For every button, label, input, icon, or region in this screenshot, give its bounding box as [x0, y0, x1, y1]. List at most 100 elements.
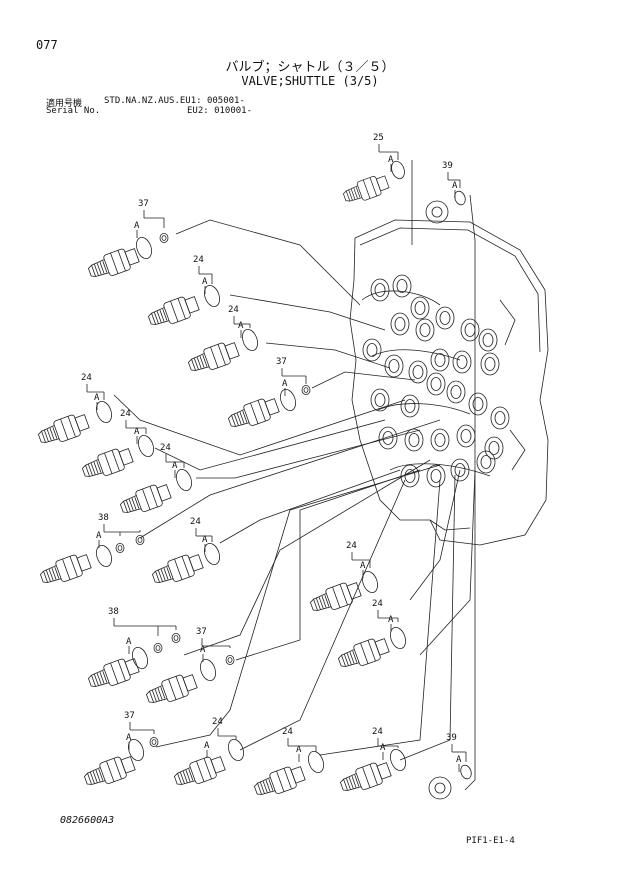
- port: [390, 312, 410, 336]
- fitting: [309, 582, 362, 611]
- port-thread: [454, 463, 466, 477]
- fitting: [37, 414, 90, 443]
- callout-a: A: [172, 461, 178, 471]
- fitting: [253, 766, 306, 795]
- port: [468, 392, 488, 416]
- callout-a: A: [388, 615, 394, 625]
- fitting: [337, 638, 390, 667]
- backup-ring: [301, 384, 311, 395]
- fitting: [81, 448, 134, 477]
- callout-part-p37: 37: [138, 199, 149, 209]
- port-thread: [366, 343, 378, 357]
- port-thread: [396, 279, 408, 293]
- title-english: VALVE;SHUTTLE (3/5): [241, 74, 379, 88]
- fitting: [147, 296, 200, 325]
- port-thread: [388, 359, 400, 373]
- callout-part-p39: 39: [442, 161, 453, 171]
- port-thread: [404, 469, 416, 483]
- callout-part-p24: 24: [372, 599, 383, 609]
- callout-a: A: [202, 277, 208, 287]
- callout-part-p24: 24: [282, 727, 293, 737]
- o-ring: [176, 468, 192, 492]
- valve-ports: [362, 274, 510, 488]
- o-ring: [390, 748, 406, 772]
- valve-block: [349, 219, 549, 546]
- callout-a: A: [204, 741, 210, 751]
- callout-part-p37: 37: [276, 357, 287, 367]
- port: [370, 278, 390, 302]
- parts-group: 25A39A37A24A24A37A24A24A24A38A24A24A24A3…: [37, 133, 472, 800]
- port: [446, 380, 466, 404]
- callout-a: A: [126, 733, 132, 743]
- eu2-serial-range: EU2: 010001-: [187, 106, 253, 116]
- page-number: 077: [36, 38, 58, 52]
- backup-ring: [159, 232, 169, 243]
- callout-a: A: [296, 745, 302, 755]
- port-thread: [460, 429, 472, 443]
- port: [490, 406, 510, 430]
- o-ring: [204, 542, 220, 566]
- backup-ring-inner: [155, 645, 161, 651]
- port-thread: [394, 317, 406, 331]
- port-thread: [464, 323, 476, 337]
- port: [362, 338, 382, 362]
- port-thread: [412, 365, 424, 379]
- port: [408, 360, 428, 384]
- fitting: [187, 342, 240, 371]
- callout-a: A: [200, 645, 206, 655]
- o-ring: [200, 658, 216, 682]
- port: [370, 388, 390, 412]
- o-ring: [132, 646, 148, 670]
- port: [478, 328, 498, 352]
- port: [392, 274, 412, 298]
- o-ring: [128, 738, 144, 762]
- callout-a: A: [134, 427, 140, 437]
- port: [384, 354, 404, 378]
- callout-a: A: [380, 743, 386, 753]
- fitting: [145, 674, 198, 703]
- callout-a: A: [282, 379, 288, 389]
- backup-ring-inner: [303, 387, 309, 393]
- o-ring: [280, 388, 296, 412]
- callout-part-p39: 39: [446, 733, 457, 743]
- models-serial-range: STD.NA.NZ.AUS.EU1: 005001-: [104, 96, 245, 106]
- plug: [425, 200, 449, 224]
- callout-part-p24: 24: [193, 255, 204, 265]
- port-thread: [374, 283, 386, 297]
- port-thread: [484, 357, 496, 371]
- port: [435, 306, 455, 330]
- drawing-number: 0826600A3: [60, 815, 115, 826]
- port: [430, 348, 450, 372]
- backup-ring: [225, 655, 235, 666]
- port-thread: [430, 377, 442, 391]
- o-ring: [138, 434, 154, 458]
- o-ring: [308, 750, 324, 774]
- port-thread: [480, 455, 492, 469]
- port-thread: [430, 469, 442, 483]
- fitting: [87, 248, 140, 277]
- port-thread: [374, 393, 386, 407]
- serial-label: Serial No.: [46, 106, 101, 116]
- backup-ring: [149, 737, 159, 748]
- o-ring: [136, 236, 152, 260]
- applicable-label: 適用号機: [46, 99, 83, 109]
- o-ring: [454, 190, 466, 206]
- title-japanese: バルブ；シャトル（３／５）: [225, 60, 395, 75]
- fitting: [227, 398, 280, 427]
- backup-ring-inner: [161, 235, 167, 241]
- port: [460, 318, 480, 342]
- o-ring: [204, 284, 220, 308]
- o-ring: [96, 400, 112, 424]
- fitting: [39, 554, 92, 583]
- port: [484, 436, 504, 460]
- backup-ring-inner: [227, 657, 233, 663]
- callout-part-p24: 24: [228, 305, 239, 315]
- backup-ring: [171, 633, 181, 644]
- port: [415, 318, 435, 342]
- port-thread: [419, 323, 431, 337]
- port: [476, 450, 496, 474]
- backup-ring: [115, 543, 125, 554]
- callout-part-p24: 24: [372, 727, 383, 737]
- port: [400, 394, 420, 418]
